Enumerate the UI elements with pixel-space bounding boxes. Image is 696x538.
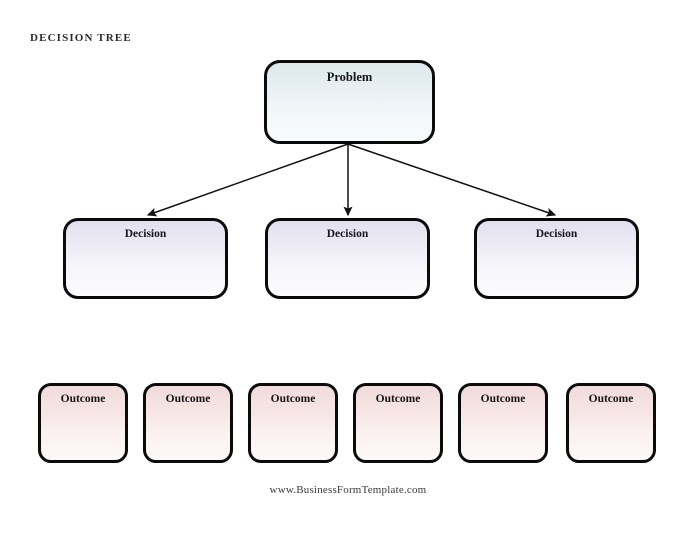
node-decision-3-label: Decision (535, 228, 578, 240)
node-decision-1-label: Decision (124, 228, 167, 240)
node-outcome-2[interactable]: Outcome (143, 383, 233, 463)
node-outcome-3[interactable]: Outcome (248, 383, 338, 463)
footer-credit: www.BusinessFormTemplate.com (269, 484, 427, 496)
page-title: DECISION TREE (30, 32, 132, 44)
node-outcome-4[interactable]: Outcome (353, 383, 443, 463)
node-outcome-3-label: Outcome (270, 393, 316, 405)
node-decision-2[interactable]: Decision (265, 218, 430, 299)
node-outcome-2-label: Outcome (165, 393, 211, 405)
node-problem[interactable]: Problem (264, 60, 435, 144)
node-outcome-1[interactable]: Outcome (38, 383, 128, 463)
node-outcome-4-label: Outcome (375, 393, 421, 405)
connector-problem-to-decision-1 (146, 143, 349, 217)
node-decision-1[interactable]: Decision (63, 218, 228, 299)
connector-problem-to-decision-3 (347, 143, 557, 217)
node-decision-2-label: Decision (326, 228, 369, 240)
node-decision-3[interactable]: Decision (474, 218, 639, 299)
node-outcome-6[interactable]: Outcome (566, 383, 656, 463)
node-problem-label: Problem (326, 70, 373, 84)
node-outcome-5-label: Outcome (480, 393, 526, 405)
node-outcome-1-label: Outcome (60, 393, 106, 405)
node-outcome-6-label: Outcome (588, 393, 634, 405)
node-outcome-5[interactable]: Outcome (458, 383, 548, 463)
